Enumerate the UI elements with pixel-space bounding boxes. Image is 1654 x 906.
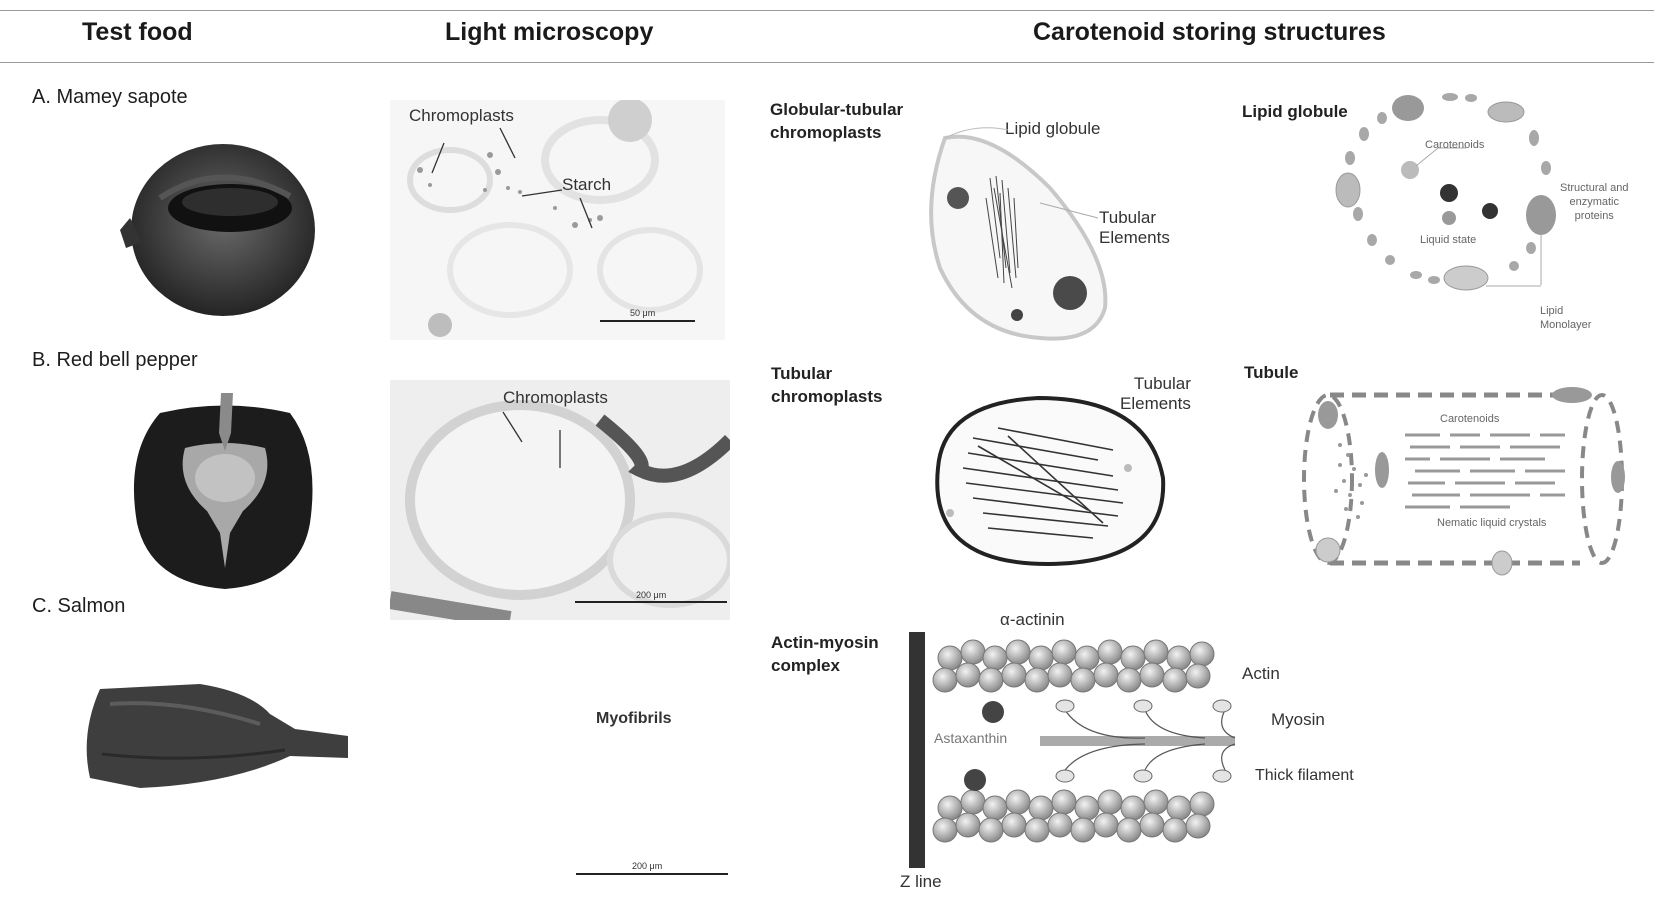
mamey-sapote-image xyxy=(120,138,320,318)
micro-c-scalebar xyxy=(576,873,728,875)
micro-c-scale-text: 200 μm xyxy=(632,861,662,871)
header-rule xyxy=(0,62,1654,63)
food-label-pepper: B. Red bell pepper xyxy=(32,349,198,372)
myosin-label: Myosin xyxy=(1271,710,1325,730)
z-line-label: Z line xyxy=(900,872,942,892)
globular-tubular-chromoplast-diagram xyxy=(920,128,1120,343)
lipid-globule-monolayer-label: Lipid Monolayer xyxy=(1540,304,1591,332)
tubular-chromoplasts-title: Tubular chromoplasts xyxy=(771,362,882,408)
actin-myosin-diagram xyxy=(905,630,1245,870)
salmon-image xyxy=(80,684,350,790)
top-rule xyxy=(0,10,1654,11)
lipid-globule-proteins-label: Structural and enzymatic proteins xyxy=(1560,181,1628,223)
alpha-actinin-label: α-actinin xyxy=(1000,610,1065,630)
globular-tubular-title: Globular-tubular chromoplasts xyxy=(770,98,903,144)
tubule-carotenoids-label: Carotenoids xyxy=(1440,412,1499,426)
micro-a-scale-text: 50 μm xyxy=(630,308,655,318)
header-light-microscopy: Light microscopy xyxy=(445,18,653,47)
tubule-nematic-label: Nematic liquid crystals xyxy=(1437,516,1546,530)
micro-a-scalebar xyxy=(600,320,695,322)
lipid-globule-liquid-state-label: Liquid state xyxy=(1420,233,1476,247)
food-label-salmon: C. Salmon xyxy=(32,595,125,618)
food-label-mamey: A. Mamey sapote xyxy=(32,86,188,109)
micrograph-b xyxy=(390,380,730,620)
actin-myosin-title: Actin-myosin complex xyxy=(771,631,879,677)
micro-b-chromoplasts-label: Chromoplasts xyxy=(503,388,608,408)
micro-c-myofibrils-label: Myofibrils xyxy=(596,710,672,728)
tubular-chromoplast-diagram xyxy=(928,398,1168,568)
header-storing-structures: Carotenoid storing structures xyxy=(1033,18,1386,47)
red-bell-pepper-image xyxy=(125,393,320,591)
micro-a-chromoplasts-label: Chromoplasts xyxy=(409,106,514,126)
tubule-title: Tubule xyxy=(1244,361,1298,384)
actin-label: Actin xyxy=(1242,664,1280,684)
thick-filament-label: Thick filament xyxy=(1255,767,1354,785)
lipid-globule-diagram xyxy=(1336,90,1551,300)
micro-b-pointer-arrows xyxy=(0,0,1,1)
lipid-globule-carotenoids-label: Carotenoids xyxy=(1425,138,1484,152)
lipid-globule-title: Lipid globule xyxy=(1242,100,1348,123)
micro-a-starch-label: Starch xyxy=(562,175,611,195)
micro-b-scalebar xyxy=(575,601,727,603)
header-test-food: Test food xyxy=(82,18,193,47)
micrograph-a xyxy=(390,100,725,340)
micro-b-scale-text: 200 μm xyxy=(636,590,666,600)
